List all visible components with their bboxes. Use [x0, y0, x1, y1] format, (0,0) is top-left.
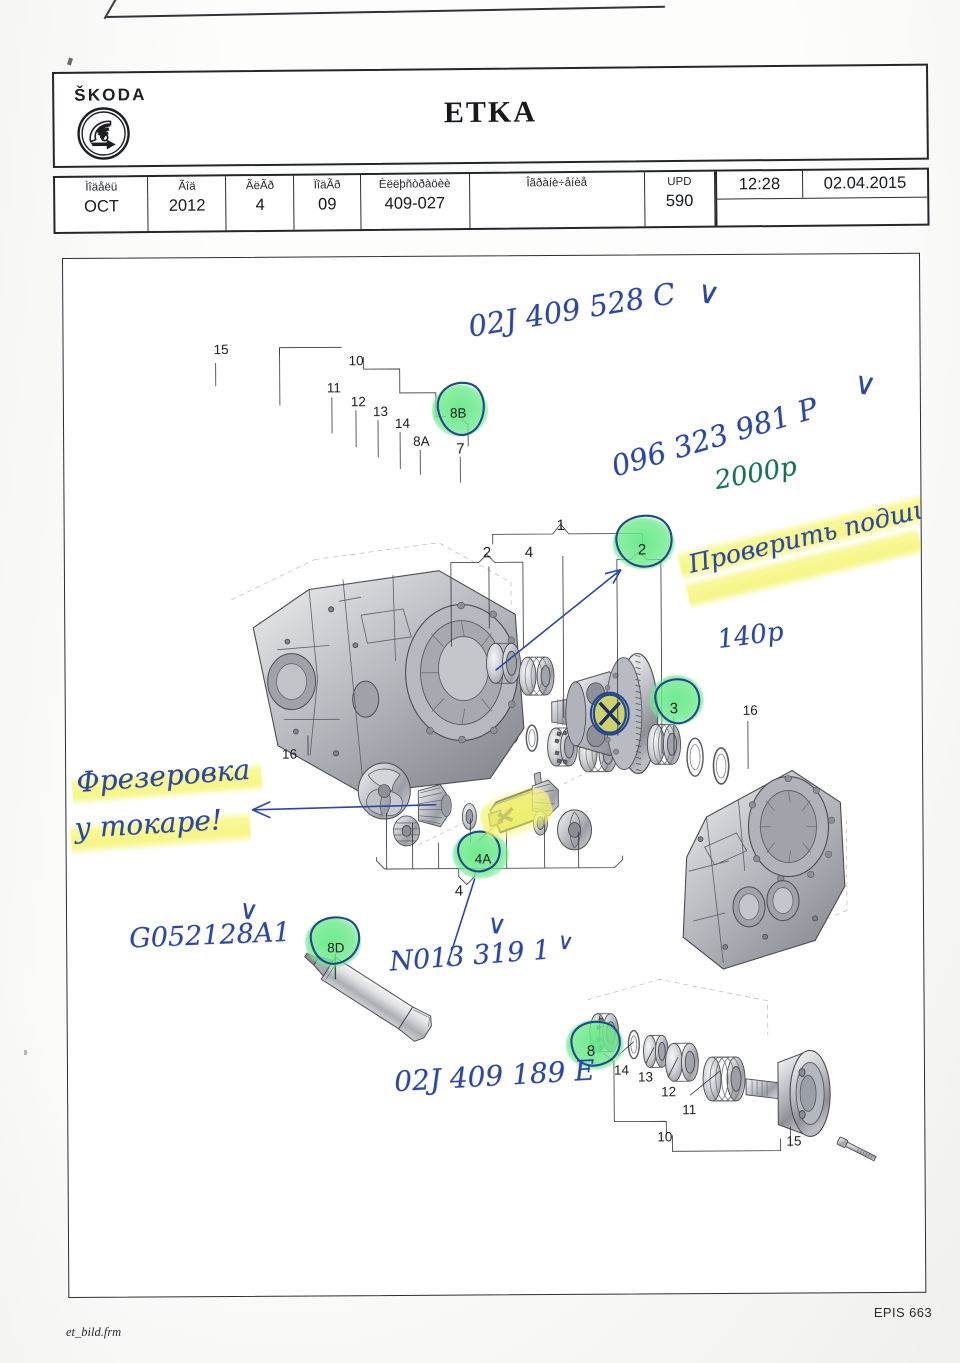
- meta-value-6: 590: [665, 192, 694, 211]
- callout-c15-top: 15: [213, 341, 229, 358]
- annotation-checkmark-4: ∨: [485, 909, 509, 942]
- callout-c13-top: 13: [372, 404, 389, 420]
- annotation-checkmark-3: ∨: [237, 894, 260, 928]
- meta-value-0: OCT: [83, 197, 120, 217]
- meta-cell-6: UPD 590: [644, 171, 716, 227]
- callout-c13-bot: 13: [637, 1069, 654, 1085]
- callout-c8-bot: 8: [586, 1042, 596, 1060]
- annotation-price-140r: 140р: [715, 616, 786, 655]
- callout-c8d: 8D: [327, 940, 345, 956]
- meta-value-4: 409-027: [384, 194, 446, 214]
- callout-c8a: 8A: [413, 433, 430, 449]
- callout-c14-top: 14: [394, 415, 411, 431]
- title-block-header: ŠKODA ETKA: [52, 63, 929, 168]
- meta-label-1: Ãîä: [178, 180, 196, 193]
- footer-filename: et_bild.frm: [66, 1325, 122, 1339]
- callout-c4-mid: 4: [524, 544, 534, 562]
- meta-label-2: ÃëÃð: [245, 179, 275, 193]
- skoda-winged-arrow-logo-icon: [76, 106, 131, 161]
- callout-c11-top: 11: [326, 380, 341, 396]
- meta-cell-3: ÏîäÃð 09: [294, 175, 362, 230]
- callout-c10-top: 10: [348, 353, 364, 369]
- callout-c16-right: 16: [742, 702, 758, 718]
- meta-cell-4: Èëëþñòðàöèè 409-027: [360, 173, 471, 230]
- meta-cell-2: ÃëÃð 4: [226, 175, 295, 231]
- stamp-time: 12:28: [716, 170, 804, 199]
- annotation-g052128a1: G052128A1: [128, 916, 292, 955]
- meta-cell-5: Îãðàíè÷åíèå: [469, 172, 646, 228]
- meta-cell-1: Ãîä 2012: [148, 176, 227, 232]
- callout-c1: 1: [556, 516, 566, 534]
- annotation-milling-line2: у токаре!: [73, 803, 223, 845]
- meta-value-3: 09: [318, 195, 337, 214]
- meta-label-3: ÏîäÃð: [313, 179, 341, 192]
- page-title: ETKA: [443, 95, 538, 130]
- stamp-date: 02.04.2015: [823, 173, 907, 193]
- drawing-frame: 02J 409 528 C ∨ 096 323 981 P ∨ 2000р Пр…: [62, 252, 927, 1298]
- callout-c7: 7: [456, 440, 465, 458]
- callout-c4a: 4A: [474, 851, 492, 867]
- callout-c14-bot: 14: [613, 1062, 630, 1078]
- callout-c3: 3: [669, 700, 679, 718]
- callout-c4-bot: 4: [454, 882, 464, 900]
- callout-c2-right: 2: [637, 541, 647, 559]
- meta-label-6: UPD: [667, 175, 692, 189]
- scan-speck: [67, 57, 73, 66]
- meta-label-5: Îãðàíè÷åíèå: [526, 176, 588, 190]
- callout-c12-bot: 12: [661, 1084, 677, 1100]
- callout-c12-top: 12: [350, 394, 366, 410]
- meta-value-2: 4: [255, 196, 265, 215]
- callout-c15-bot: 15: [786, 1133, 802, 1149]
- stamp-empty-row: [717, 198, 927, 226]
- callout-c16-left: 16: [281, 746, 298, 762]
- meta-label-4: Èëëþñòðàöèè: [378, 178, 451, 191]
- callout-c2-left: 2: [482, 544, 492, 562]
- footer-epis-code: EPIS 663: [873, 1305, 932, 1320]
- callout-c8b: 8B: [449, 405, 467, 421]
- meta-label-0: Ìîäåëü: [85, 181, 118, 194]
- callout-c10-bot: 10: [657, 1129, 673, 1145]
- callout-c11-bot: 11: [682, 1102, 697, 1118]
- scan-speck: [24, 1050, 27, 1055]
- meta-value-1: 2012: [168, 196, 206, 216]
- timestamp-block: 12:28 02.04.2015: [714, 169, 928, 226]
- scan-edge-artifact: [104, 0, 665, 18]
